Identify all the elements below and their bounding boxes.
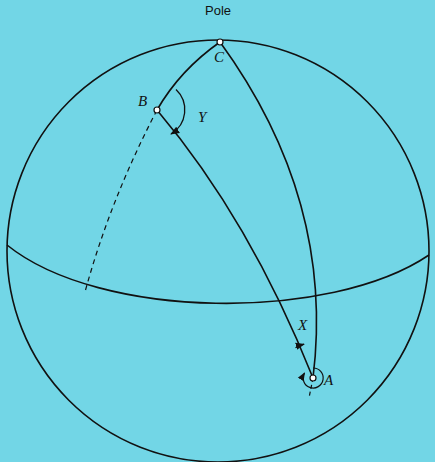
point-marker [154,107,160,113]
meridian-cb [157,42,220,110]
point-marker [217,39,223,45]
point-marker [310,375,316,381]
angle-circle [303,368,323,388]
angle-arc [171,90,185,135]
point-label: B [138,94,147,109]
sphere-outline [7,40,429,462]
point-label: C [214,50,224,65]
equator [7,245,429,303]
angle-arc [296,344,305,348]
angle-label: Y [198,110,206,125]
meridian-dashed [85,110,157,292]
point-label: A [324,373,333,388]
pole-label: Pole [205,4,231,17]
meridian-ca [220,42,317,378]
great-circle-ab [157,110,313,378]
angle-label: X [298,318,307,333]
